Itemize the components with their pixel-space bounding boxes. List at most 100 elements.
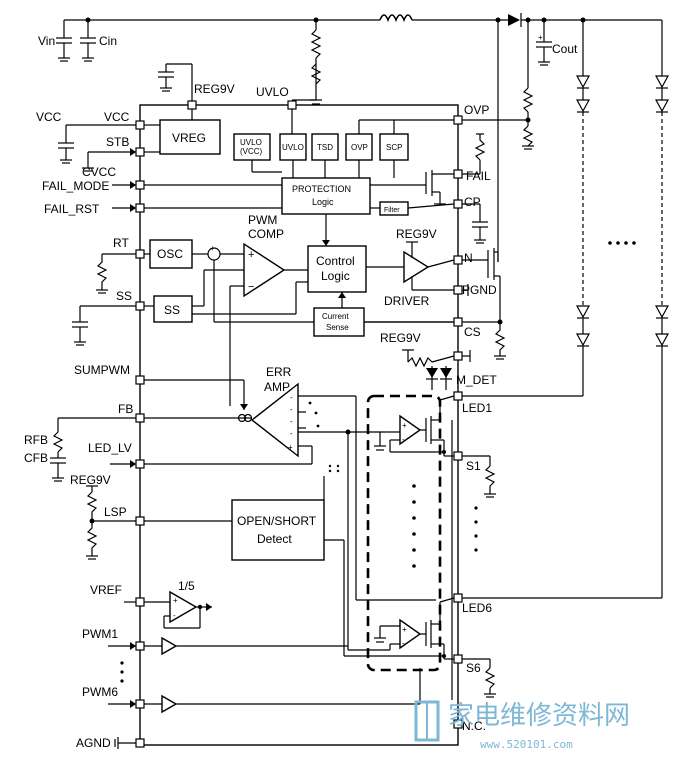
fail-pin-label: FAIL <box>466 169 491 183</box>
pwm-comp-label-1: PWM <box>248 213 277 227</box>
s1-pin-label: S1 <box>466 459 481 473</box>
uvlo-block-label: UVLO <box>282 143 304 152</box>
ovp-pin-label: OVP <box>464 103 489 117</box>
channel-ellipsis <box>412 420 478 700</box>
vreg-label: VREG <box>172 131 206 145</box>
cp-pin-label: CP <box>464 195 481 209</box>
control-logic-label-1: Control <box>316 254 355 268</box>
current-sense-label-1: Current <box>322 312 349 321</box>
svg-text:-: - <box>290 429 293 438</box>
cs-pin-label: CS <box>464 325 481 339</box>
input-power-path: + <box>56 13 662 262</box>
tsd-block-label: TSD <box>317 143 333 152</box>
svg-text:+: + <box>210 244 215 253</box>
pwm1-pin-label: PWM1 <box>82 627 118 641</box>
svg-text:+: + <box>402 421 407 430</box>
reg9v-lsp-label: REG9V <box>70 473 111 487</box>
ss-pin-label: SS <box>116 289 132 303</box>
error-amplifier: - - - - + <box>144 382 386 650</box>
uvlo-vcc-label-1: UVLO <box>240 138 262 147</box>
cvcc-label: CVCC <box>82 165 116 179</box>
reg9v-top-pin <box>187 100 197 110</box>
watermark-url: www.520101.com <box>480 738 573 751</box>
pwm6-pin-label: PWM6 <box>82 685 118 699</box>
svg-text:+: + <box>402 625 407 634</box>
fail-mode-pin-label: FAIL_MODE <box>42 179 109 193</box>
uvlo-top-label: UVLO <box>256 85 289 99</box>
mdet-pin-label: M_DET <box>456 373 497 387</box>
led-channel-1: + - <box>374 395 455 457</box>
vref-buffer: + - <box>144 590 212 629</box>
s6-pin-label: S6 <box>466 661 481 675</box>
led-lv-pin-label: LED_LV <box>88 441 132 455</box>
vref-pin-label: VREF <box>90 583 122 597</box>
svg-text:-: - <box>402 639 405 648</box>
filter-label: Filter <box>384 207 400 214</box>
svg-text:+: + <box>248 249 254 261</box>
cin-label: Cin <box>99 34 117 48</box>
current-sense-block <box>313 307 454 337</box>
n-pin-label: N <box>464 251 473 265</box>
ratio-label: 1/5 <box>178 579 195 593</box>
svg-text:+: + <box>173 596 178 605</box>
protection-label-1: PROTECTION <box>292 184 351 194</box>
protection-label-2: Logic <box>312 197 334 207</box>
open-short-label-1: OPEN/SHORT <box>237 514 317 528</box>
driver-block <box>403 241 506 360</box>
svg-text:-: - <box>290 405 293 414</box>
protection-logic-block <box>144 177 455 246</box>
led1-pin-label: LED1 <box>462 401 492 415</box>
led-strings <box>458 20 670 599</box>
agnd-pin-label: AGND <box>76 736 111 750</box>
vin-label: Vin <box>38 34 55 48</box>
left-external-wiring <box>50 124 136 749</box>
fail-transistor <box>425 133 488 244</box>
stb-pin-label: STB <box>106 135 129 149</box>
led-channel-6: + - <box>344 597 455 660</box>
control-logic-label-2: Logic <box>321 269 350 283</box>
sumpwm-line <box>144 379 248 410</box>
svg-text:−: − <box>248 281 254 293</box>
rfb-label: RFB <box>24 433 48 447</box>
pwm-comparator: + − <box>229 242 308 406</box>
nc-pin-label: N.C. <box>462 719 486 733</box>
cout-label: Cout <box>552 42 578 56</box>
pwm-buffers <box>144 636 421 714</box>
sumpwm-pin-label: SUMPWM <box>74 363 130 377</box>
svg-text:-: - <box>290 393 293 402</box>
ss-block-label: SS <box>164 303 180 317</box>
led6-pin-label: LED6 <box>462 601 492 615</box>
err-amp-label-2: AMP <box>264 380 290 394</box>
vcc-ext-label: VCC <box>36 110 62 124</box>
svg-text:+: + <box>288 443 293 452</box>
svg-text:+: + <box>538 33 543 42</box>
uvlo-vcc-label-2: (VCC) <box>240 147 263 156</box>
led-driver-channels-outline <box>366 394 442 672</box>
control-logic-block <box>307 245 404 308</box>
ss-block <box>144 269 308 323</box>
open-short-label-2: Detect <box>257 532 292 546</box>
fail-rst-pin-label: FAIL_RST <box>44 202 100 216</box>
cfb-label: CFB <box>24 451 48 465</box>
ic-body <box>139 104 459 746</box>
ovp-block-label: OVP <box>351 143 368 152</box>
osc-label: OSC <box>157 247 183 261</box>
svg-text:-: - <box>173 611 176 620</box>
pgnd-pin-label: PGND <box>462 283 497 297</box>
open-short-detect-block <box>144 476 345 656</box>
pwm-comp-label-2: COMP <box>248 227 284 241</box>
uvlo-top-pin <box>287 100 297 110</box>
current-sense-label-2: Sense <box>326 323 349 332</box>
err-amp-label-1: ERR <box>266 365 292 379</box>
svg-text:-: - <box>402 435 405 444</box>
watermark-logo <box>414 700 440 742</box>
reg9v-driver-label: REG9V <box>396 227 437 241</box>
svg-text:-: - <box>290 417 293 426</box>
reg9v-capacitor <box>158 63 193 101</box>
lsp-pin-label: LSP <box>104 505 127 519</box>
sense-resistors <box>462 455 496 698</box>
vcc-pin-label: VCC <box>104 110 130 124</box>
reg9v-mdet-label: REG9V <box>380 331 421 345</box>
watermark-text: 家电维修资料网 <box>448 701 630 731</box>
